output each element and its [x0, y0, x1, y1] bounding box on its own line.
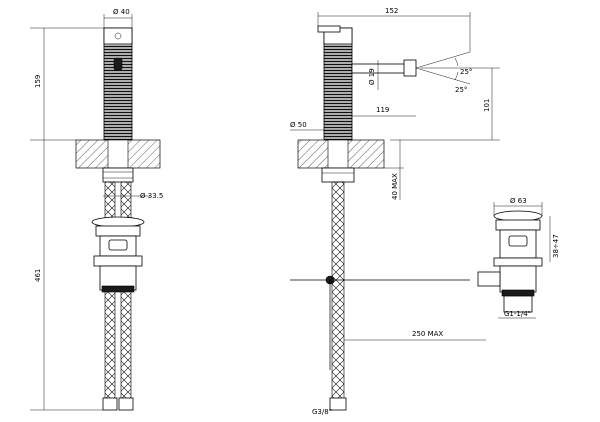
lever-handle [113, 57, 123, 71]
front-dia-top-label: Ø 40 [113, 8, 130, 16]
waste-view: Ø 63 38÷47 G1-1/4" [477, 197, 560, 319]
depth-range-label: 38÷47 [552, 234, 560, 258]
front-height-lower-label: 461 [34, 269, 42, 282]
thread-bottom-label: G3/8" [312, 408, 332, 416]
side-view: 25° 25° 152 Ø 19 119 Ø 50 101 40 MAX 250… [290, 7, 500, 416]
overall-width-label: 152 [385, 7, 398, 15]
lever-side [317, 25, 341, 33]
hose-length-label: 250 MAX [412, 330, 443, 338]
dia-spout-label: Ø 19 [368, 68, 376, 85]
mixer-body-side [323, 27, 353, 141]
height-spout-label: 101 [483, 99, 491, 112]
angle-lower-label: 25° [455, 86, 467, 94]
angle-upper-label: 25° [460, 68, 472, 76]
waste-cap-front [91, 216, 145, 228]
dia-cap-label: Ø 63 [510, 197, 527, 205]
waste-thread-label: G1-1/4" [504, 310, 531, 318]
fixing-nut-front [102, 167, 134, 183]
hose-side [331, 181, 345, 401]
waste-cap [493, 210, 543, 222]
front-height-upper-label: 159 [34, 75, 42, 88]
spout [351, 63, 407, 74]
mixer-body-front [103, 27, 133, 141]
fixing-nut-side [321, 167, 355, 183]
front-view: Ø 40 159 461 Ø 33.5 [30, 8, 163, 411]
front-dia-nut-label: Ø 33.5 [140, 192, 163, 200]
dia-base-label: Ø 50 [290, 121, 307, 129]
thickness-max-label: 40 MAX [391, 173, 399, 200]
spout-reach-label: 119 [376, 106, 389, 114]
